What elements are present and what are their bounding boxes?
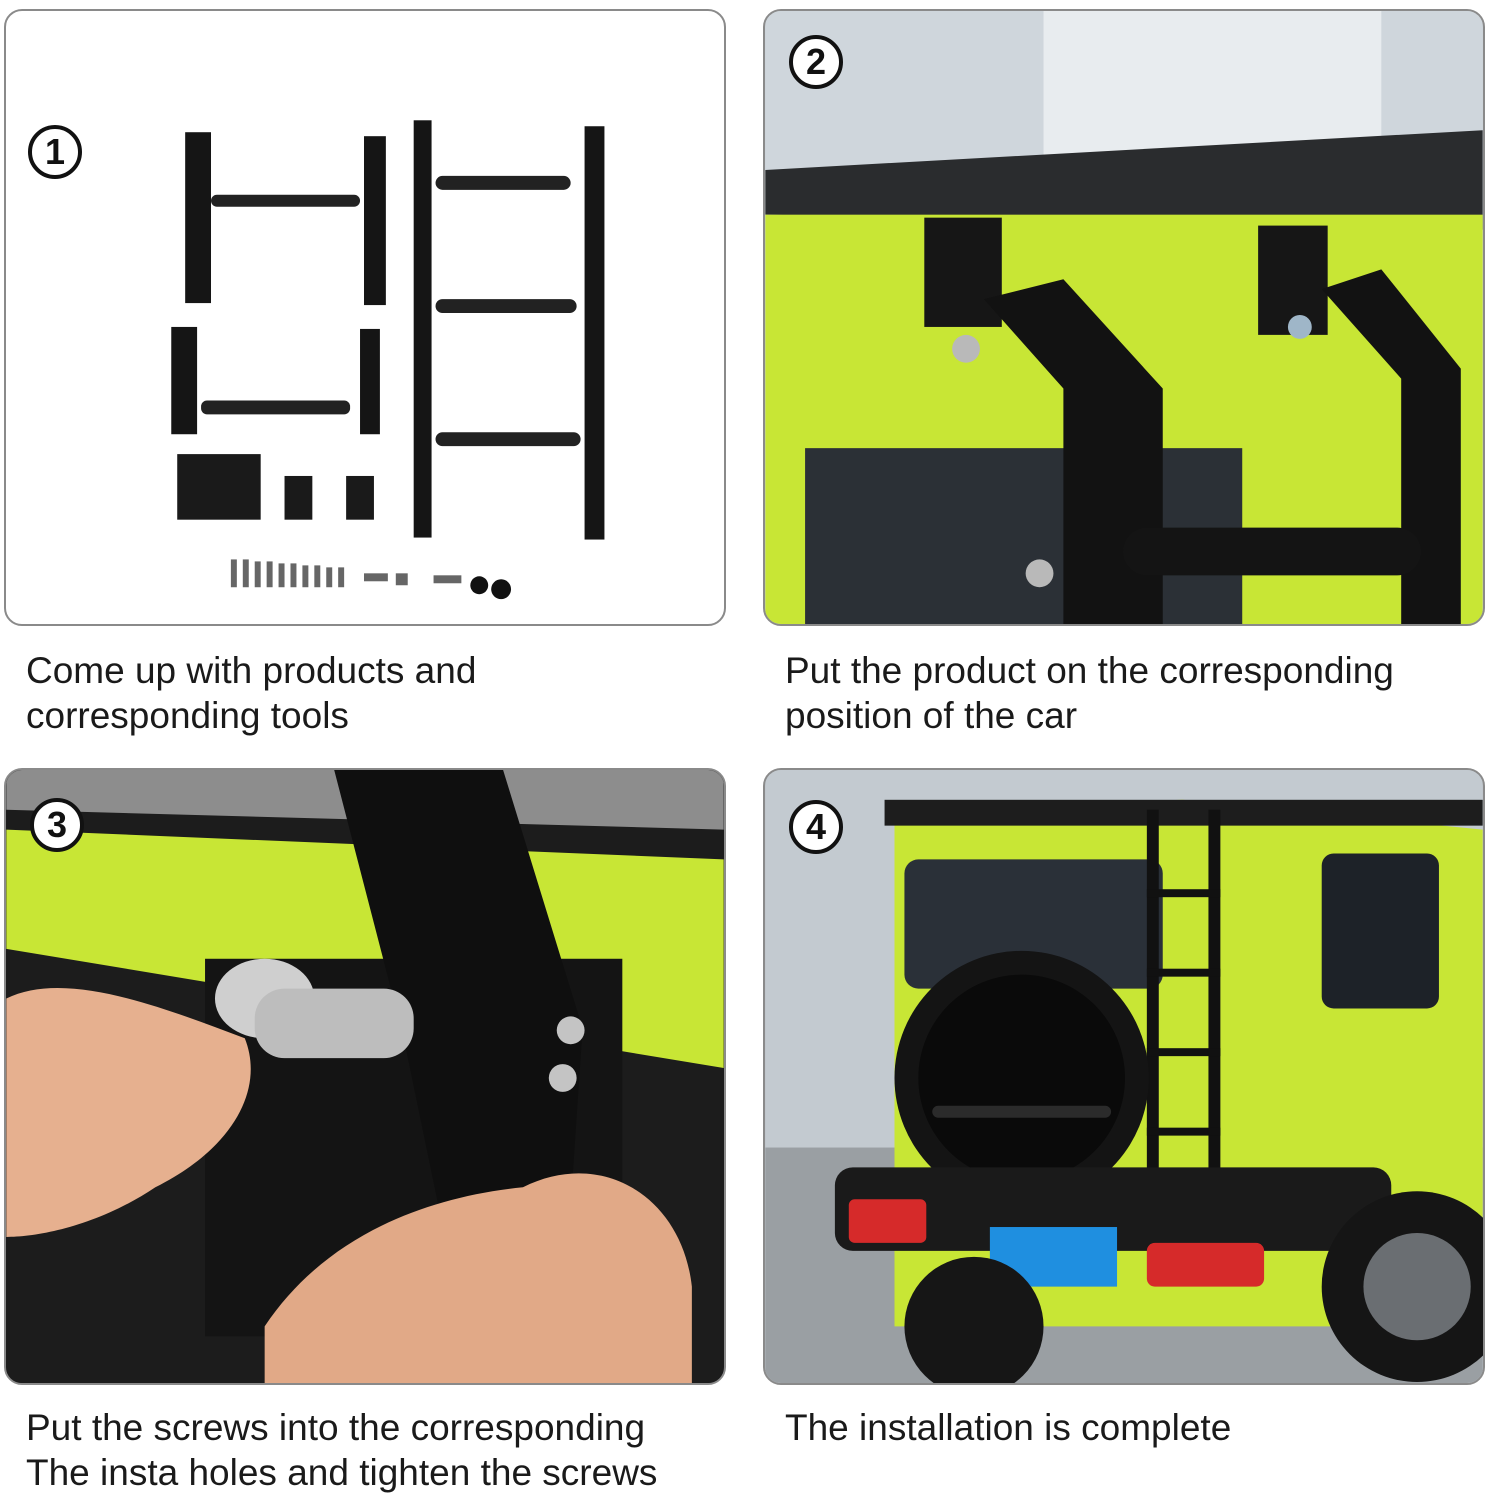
caption-line: Put the product on the corresponding (785, 650, 1394, 691)
caption-line: Come up with products and (26, 650, 477, 691)
step-3-image-panel: 3 (4, 768, 726, 1385)
step-number-badge: 2 (789, 35, 843, 89)
ladder-parts-photo (171, 120, 605, 600)
caption-line: position of the car (785, 695, 1078, 736)
step-number-badge: 4 (789, 800, 843, 854)
step-1-caption: Come up with products and corresponding … (26, 648, 746, 738)
ladder-mount-photo (765, 11, 1483, 624)
step-4-caption: The installation is complete (785, 1405, 1492, 1450)
installed-ladder-photo (765, 770, 1483, 1383)
step-number-badge: 1 (28, 125, 82, 179)
caption-line: The insta holes and tighten the screws (26, 1452, 658, 1493)
step-3-caption: Put the screws into the corresponding Th… (26, 1405, 746, 1495)
caption-line: The installation is complete (785, 1407, 1232, 1448)
caption-line: Put the screws into the corresponding (26, 1407, 646, 1448)
step-2-image-panel: 2 (763, 9, 1485, 626)
screw-tightening-photo (6, 770, 724, 1383)
step-1-image-panel: 1 (4, 9, 726, 626)
step-2-caption: Put the product on the corresponding pos… (785, 648, 1492, 738)
step-4-image-panel: 4 (763, 768, 1485, 1385)
caption-line: corresponding tools (26, 695, 349, 736)
step-number-badge: 3 (30, 798, 84, 852)
